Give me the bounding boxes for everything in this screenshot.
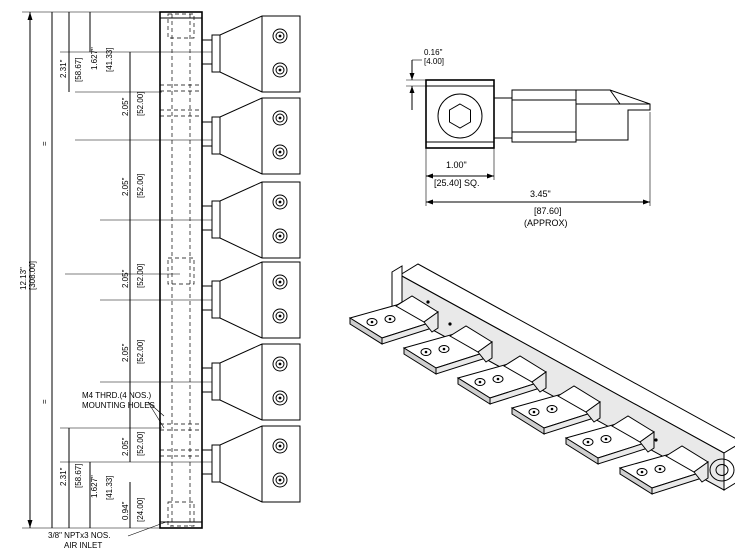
manifold-bar xyxy=(159,11,203,529)
top-inlet-port xyxy=(167,13,195,39)
m4-note-line2: MOUNTING HOLES xyxy=(82,401,155,410)
iso-nozzle xyxy=(618,445,709,495)
svg-text:2.05": 2.05" xyxy=(121,177,130,196)
bottom-dim-mm: [24.00] xyxy=(136,498,145,522)
nozzle-group xyxy=(201,15,301,503)
pitch-dim-3: 2.05" [52.00] xyxy=(121,264,145,288)
iso-nozzle xyxy=(348,295,439,345)
screw-icon xyxy=(272,28,288,44)
top-inner-in: 1.627" xyxy=(90,47,99,70)
svg-text:[52.00]: [52.00] xyxy=(136,432,145,456)
screw-icon xyxy=(272,62,288,78)
bot-inner-mm: [41.33] xyxy=(105,476,114,500)
svg-text:[52.00]: [52.00] xyxy=(136,174,145,198)
iso-screw-icon xyxy=(600,435,612,443)
bottom-dim-in: 0.94" xyxy=(121,501,130,520)
npt-note-line2: AIR INLET xyxy=(64,541,102,550)
iso-screw-icon xyxy=(654,465,666,473)
svg-text:2.05": 2.05" xyxy=(121,343,130,362)
screw-icon xyxy=(272,356,288,372)
iso-nozzle xyxy=(564,415,655,465)
square-dim-mm: [25.40] SQ. xyxy=(434,178,480,188)
equal-mark-bottom: = xyxy=(40,399,49,404)
top-pitch-in: 2.31" xyxy=(59,59,68,78)
nozzle xyxy=(201,15,301,93)
nozzle xyxy=(201,97,301,175)
nozzle-tip-side xyxy=(575,89,651,141)
nozzle xyxy=(201,261,301,339)
screw-icon xyxy=(272,144,288,160)
iso-screw-icon xyxy=(474,378,486,386)
center-inlet-port xyxy=(167,257,195,285)
iso-screw-icon xyxy=(582,438,594,446)
pitch-dim-1: 2.05" [52.00] xyxy=(121,92,145,116)
bot-inner-in: 1.627" xyxy=(90,475,99,498)
top-inner-mm: [41.33] xyxy=(105,48,114,72)
iso-screw-icon xyxy=(366,318,378,326)
svg-text:[52.00]: [52.00] xyxy=(136,92,145,116)
iso-screw-icon xyxy=(438,345,450,353)
nozzle xyxy=(201,343,301,421)
pitch-dim-4: 2.05" [52.00] xyxy=(121,340,145,364)
screw-icon xyxy=(272,390,288,406)
screw-icon xyxy=(272,472,288,488)
iso-screw-icon xyxy=(546,405,558,413)
length-dim-mm: [87.60] xyxy=(534,206,562,216)
square-dim-in: 1.00" xyxy=(446,160,467,170)
length-dim-note: (APPROX) xyxy=(524,218,568,228)
iso-nozzle xyxy=(456,355,547,405)
screw-icon xyxy=(272,194,288,210)
screw-icon xyxy=(272,308,288,324)
length-dim-in: 3.45" xyxy=(530,189,551,199)
iso-nozzle-group xyxy=(348,295,709,495)
screw-icon xyxy=(272,110,288,126)
pitch-dim-5: 2.05" [52.00] xyxy=(121,432,145,456)
m4-note-line1: M4 THRD.(4 NOS.) xyxy=(82,391,152,400)
nozzle xyxy=(201,425,301,503)
overall-dim-in: 12.13" xyxy=(19,267,28,290)
iso-screw-icon xyxy=(492,375,504,383)
iso-screw-icon xyxy=(528,408,540,416)
iso-screw-icon xyxy=(384,315,396,323)
iso-screw-icon xyxy=(636,468,648,476)
front-view: 12.13" [308.00] = = 2.31" [58.67] 1.627"… xyxy=(19,11,301,550)
overall-dim-mm: [308.00] xyxy=(28,261,37,290)
svg-text:[52.00]: [52.00] xyxy=(136,340,145,364)
iso-inlet-port xyxy=(709,458,735,482)
screw-icon xyxy=(272,438,288,454)
isometric-view xyxy=(348,263,735,495)
screw-icon xyxy=(272,228,288,244)
equal-mark-top: = xyxy=(40,141,49,146)
iso-nozzle xyxy=(402,325,493,375)
npt-note-line1: 3/8" NPTx3 NOS. xyxy=(48,531,110,540)
screw-icon xyxy=(272,274,288,290)
iso-nozzle xyxy=(510,385,601,435)
bottom-inlet-port xyxy=(167,501,195,527)
top-pitch-mm: [58.67] xyxy=(74,58,83,82)
nozzle xyxy=(201,181,301,259)
hex-socket-icon xyxy=(449,103,471,129)
svg-text:2.05": 2.05" xyxy=(121,269,130,288)
pitch-dim-2: 2.05" [52.00] xyxy=(121,174,145,198)
side-top-dim-mm: [4.00] xyxy=(424,57,444,66)
bot-pitch-mm: [58.67] xyxy=(74,464,83,488)
side-top-dim-in: 0.16" xyxy=(424,48,443,57)
bot-pitch-in: 2.31" xyxy=(59,467,68,486)
side-view: 0.16" [4.00] 1.00" [25.40] SQ. 3.45" [87… xyxy=(406,48,651,228)
svg-text:2.05": 2.05" xyxy=(121,97,130,116)
svg-text:2.05": 2.05" xyxy=(121,437,130,456)
iso-screw-icon xyxy=(420,348,432,356)
svg-text:[52.00]: [52.00] xyxy=(136,264,145,288)
